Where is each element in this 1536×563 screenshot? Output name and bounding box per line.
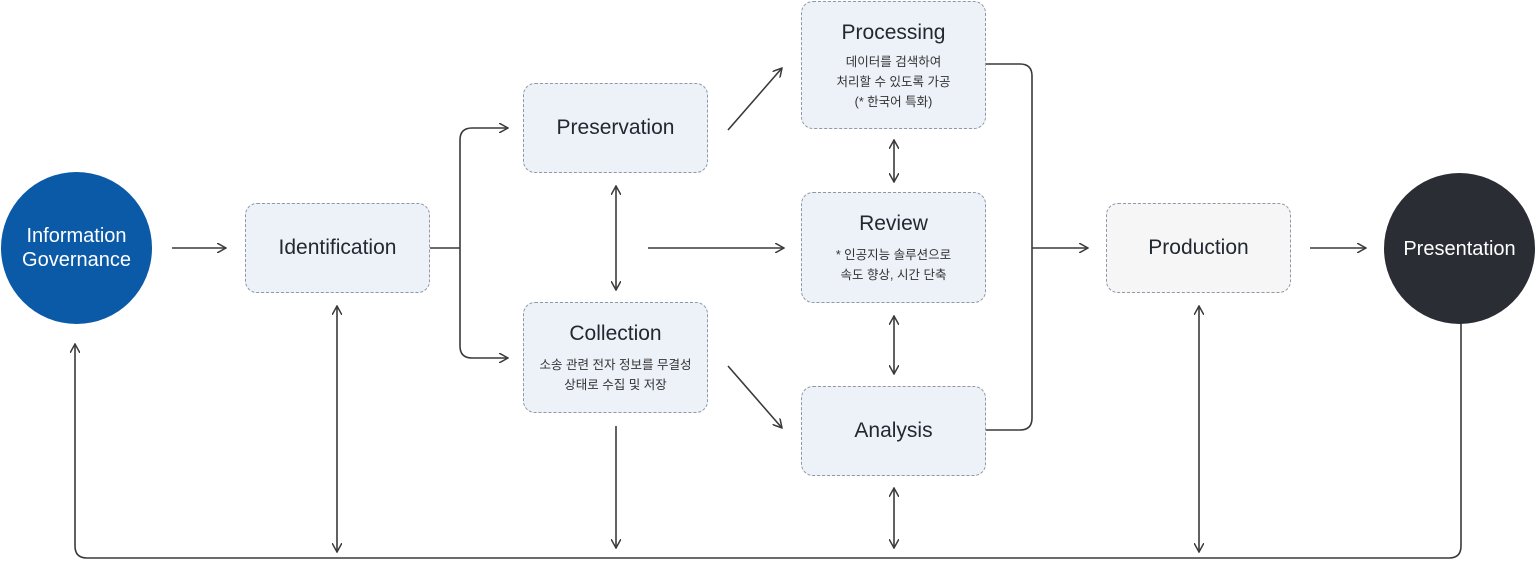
arrow-to-preservation	[459, 128, 508, 248]
arrow-collection-analysis	[727, 365, 782, 428]
node-preservation: Preservation	[523, 83, 708, 173]
node-presentation: Presentation	[1384, 173, 1535, 324]
node-label: Presentation	[1403, 237, 1516, 260]
node-label: Processing	[841, 21, 946, 44]
node-review: Review * 인공지능 솔루션으로 속도 향상, 시간 단축	[801, 192, 986, 303]
feedback-loop-line	[75, 322, 1462, 559]
node-processing: Processing 데이터를 검색하여 처리할 수 있도록 가공 (* 한국어…	[801, 1, 986, 129]
node-description: 데이터를 검색하여 처리할 수 있도록 가공 (* 한국어 특화)	[836, 55, 951, 109]
node-production: Production	[1106, 203, 1291, 293]
node-label: Production	[1148, 236, 1249, 259]
node-label: Information Governance	[22, 225, 131, 271]
node-description: 소송 관련 전자 정보를 무결성 상태로 수집 및 저장	[539, 357, 692, 392]
node-information-governance: Information Governance	[1, 172, 152, 324]
node-label: Review	[859, 211, 928, 235]
arrow-preservation-processing	[727, 68, 782, 131]
node-analysis: Analysis	[801, 386, 986, 476]
node-label: Collection	[569, 321, 662, 345]
node-label: Identification	[278, 236, 397, 259]
node-label: Analysis	[854, 419, 933, 442]
node-identification: Identification	[245, 203, 430, 293]
line-processing-merge	[986, 63, 1033, 431]
node-label: Preservation	[556, 116, 675, 139]
arrow-to-collection	[459, 248, 508, 358]
node-description: * 인공지능 솔루션으로 속도 향상, 시간 단축	[835, 247, 952, 282]
node-collection: Collection 소송 관련 전자 정보를 무결성 상태로 수집 및 저장	[523, 302, 708, 413]
